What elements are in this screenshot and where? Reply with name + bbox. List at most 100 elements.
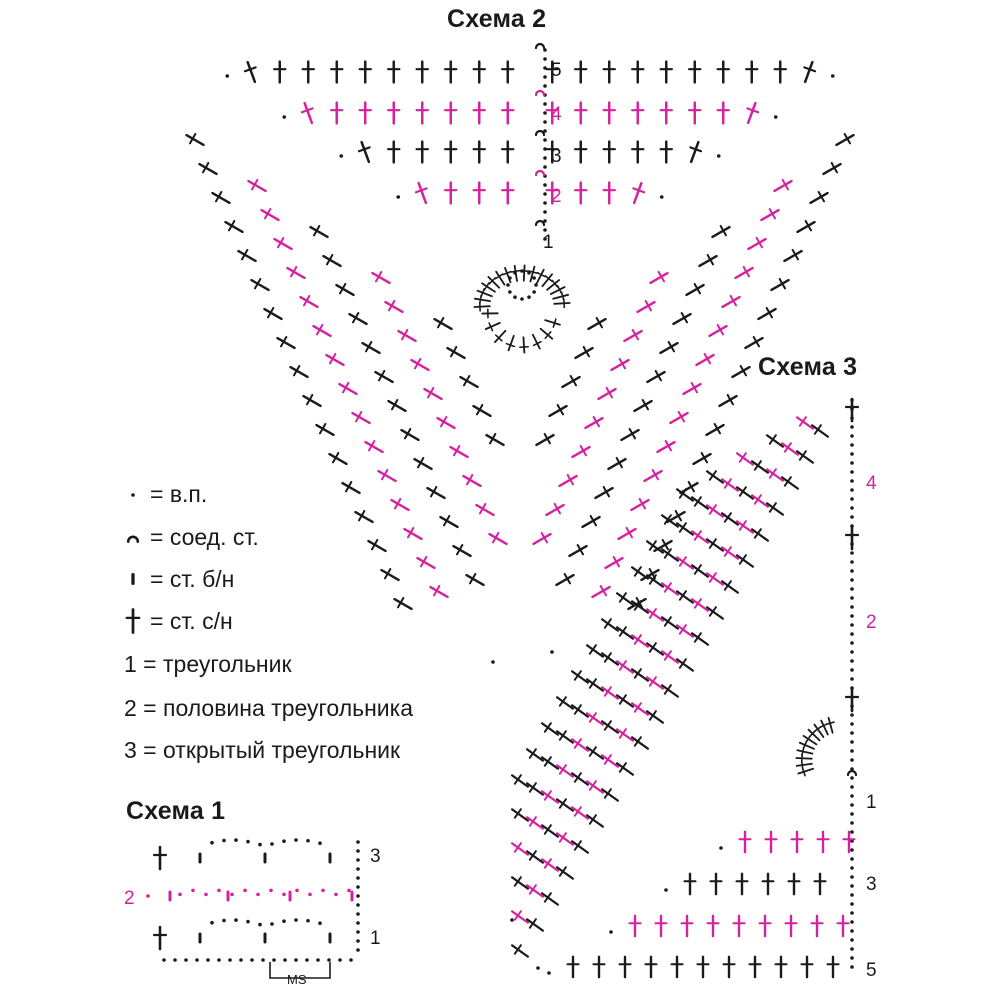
chain-stitch: [261, 958, 265, 962]
double-crochet-stitch: [494, 329, 507, 343]
chain-stitch: [543, 48, 547, 52]
double-crochet-stitch: [519, 336, 529, 354]
chain-stitch: [520, 269, 524, 273]
double-crochet-stitch: [602, 181, 616, 205]
double-crochet-stitch: [289, 364, 309, 379]
double-crochet-stitch: [670, 955, 684, 979]
double-crochet-stitch: [484, 321, 501, 332]
double-crochet-stitch: [761, 872, 775, 896]
double-crochet-stitch: [807, 728, 821, 742]
double-crochet-stitch: [546, 279, 561, 291]
double-crochet-stitch: [675, 488, 695, 502]
scheme-2-title: Схема 2: [447, 5, 547, 33]
double-crochet-stitch: [585, 712, 605, 726]
chain-stitch: [295, 888, 299, 893]
chain-stitch: [850, 758, 854, 762]
chain-stitch: [773, 115, 778, 119]
double-crochet-stitch: [348, 311, 368, 326]
double-crochet-stitch: [758, 914, 772, 938]
chain-stitch: [850, 452, 854, 456]
double-crochet-stitch: [485, 432, 505, 447]
double-crochet-stitch: [312, 323, 332, 338]
double-crochet-stitch: [692, 451, 712, 466]
double-crochet-stitch: [585, 678, 605, 692]
double-crochet-stitch: [570, 840, 590, 854]
chain-stitch: [850, 461, 854, 465]
double-crochet-stitch: [822, 161, 842, 176]
double-crochet-stitch: [328, 451, 348, 466]
chain-stitch: [234, 838, 238, 842]
double-crochet-stitch: [545, 101, 559, 125]
double-crochet-stitch: [633, 398, 653, 413]
double-crochet-stitch: [711, 224, 731, 239]
slip-stitch: [126, 535, 140, 543]
double-crochet-stitch: [592, 955, 606, 979]
double-crochet-stitch: [744, 335, 764, 350]
double-crochet-stitch: [745, 60, 759, 84]
chain-stitch: [184, 958, 188, 962]
double-crochet-stitch: [510, 944, 530, 958]
chain-stitch: [246, 839, 250, 844]
chain-stitch: [282, 839, 286, 844]
chain-stitch: [543, 237, 547, 241]
double-crochet-stitch: [770, 277, 790, 292]
chain-stitch: [282, 892, 286, 897]
chain-stitch: [850, 848, 854, 852]
legend-text: = соед. ст.: [150, 523, 259, 550]
legend-text: = ст. б/н: [150, 565, 235, 592]
double-crochet-stitch: [566, 955, 580, 979]
chain-stitch: [321, 888, 325, 893]
chain-stitch: [543, 192, 547, 196]
double-crochet-stitch: [152, 925, 168, 951]
slip-stitch: [534, 42, 546, 50]
double-crochet-stitch: [444, 101, 458, 125]
double-crochet-stitch: [528, 265, 538, 283]
double-crochet-stitch: [716, 60, 730, 84]
double-crochet-stitch: [604, 555, 624, 570]
double-crochet-stitch: [561, 374, 581, 389]
chain-stitch: [850, 677, 854, 681]
double-crochet-stitch: [301, 60, 315, 84]
double-crochet-stitch: [682, 381, 702, 396]
chain-stitch: [305, 958, 309, 962]
double-crochet-stitch: [387, 101, 401, 125]
chain-stitch: [532, 290, 536, 294]
chain-stitch: [850, 740, 854, 744]
double-crochet-stitch: [487, 275, 501, 289]
double-crochet-stitch: [734, 265, 754, 280]
chain-stitch: [527, 295, 531, 299]
double-crochet-stitch: [615, 694, 635, 708]
chain-stitch: [850, 857, 854, 861]
double-crochet-stitch: [597, 386, 617, 401]
double-crochet-stitch: [380, 567, 400, 582]
double-crochet-stitch: [273, 60, 287, 84]
double-crochet-stitch: [732, 914, 746, 938]
double-crochet-stitch: [773, 60, 787, 84]
double-crochet-stitch: [780, 476, 800, 490]
double-crochet-stitch: [659, 140, 673, 164]
double-crochet-stitch: [695, 352, 715, 367]
chain-stitch-icon: [122, 479, 150, 509]
chain-stitch: [173, 958, 177, 962]
chain-stitch: [609, 930, 613, 934]
double-crochet-stitch: [377, 468, 397, 483]
scheme-2-row-number: 3: [551, 146, 562, 167]
double-crochet-stitch: [600, 720, 620, 734]
double-crochet-stitch: [574, 345, 594, 360]
double-crochet-stitch: [584, 415, 604, 430]
double-crochet-stitch: [810, 424, 830, 438]
double-crochet-stitch: [415, 140, 429, 164]
chain-stitch: [356, 876, 360, 880]
double-crochet-stitch: [645, 676, 665, 690]
double-crochet-stitch: [660, 582, 680, 596]
chain-stitch: [282, 919, 286, 924]
chain-stitch: [543, 66, 547, 70]
double-crochet-stitch: [689, 140, 703, 164]
chain-stitch: [850, 776, 854, 780]
chain-stitch: [830, 74, 835, 78]
double-crochet-stitch: [540, 892, 560, 906]
double-crochet-stitch: [800, 955, 814, 979]
double-crochet-stitch: [570, 704, 590, 718]
double-crochet-stitch: [585, 814, 605, 828]
double-crochet-stitch: [720, 580, 740, 594]
